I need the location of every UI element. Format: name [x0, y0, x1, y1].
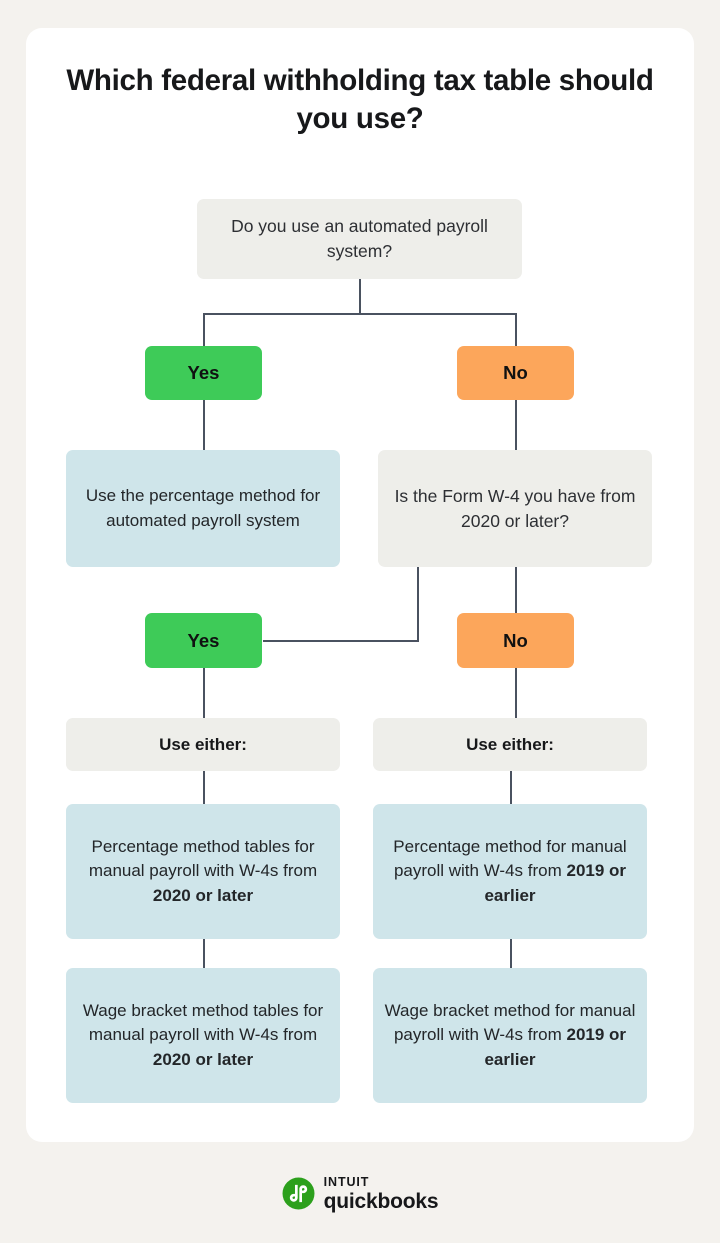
left-option-2-text: Wage bracket method tables for manual pa… — [66, 999, 340, 1071]
connector-no1-to-q2 — [515, 400, 517, 450]
connector-q1-to-no — [515, 313, 517, 346]
right-option-2-emphasis: 2019 or earlier — [484, 1025, 627, 1069]
use-either-right-box[interactable]: Use either: — [373, 718, 647, 771]
connector-option1-to-option2-left — [203, 939, 205, 968]
right-option-1-text: Percentage method for manual payroll wit… — [373, 835, 647, 907]
connector-q1-split-bar — [203, 313, 517, 315]
page-title: Which federal withholding tax table shou… — [66, 64, 654, 135]
brand-intuit: INTUIT — [323, 1175, 370, 1189]
connector-q1-stem — [359, 279, 361, 314]
connector-q2-elbow-horizontal — [263, 640, 419, 642]
connector-option1-to-option2-right — [510, 939, 512, 968]
brand-quickbooks: quickbooks — [323, 1189, 439, 1213]
use-either-left-label: Use either: — [159, 734, 247, 754]
left-option-2-emphasis: 2020 or later — [152, 1049, 254, 1069]
branch-2-yes-label: Yes — [187, 629, 220, 651]
left-option-1-emphasis: 2020 or later — [152, 885, 254, 905]
question-1-box[interactable]: Do you use an automated payroll system? — [197, 199, 522, 279]
left-option-2-lead: Wage bracket method tables for manual pa… — [82, 1001, 324, 1045]
right-option-1-box[interactable]: Percentage method for manual payroll wit… — [373, 804, 647, 939]
brand-wordmark: INTUIT quickbooks — [324, 1176, 439, 1212]
connector-q1-to-yes — [203, 313, 205, 346]
branch-1-yes-button[interactable]: Yes — [145, 346, 262, 400]
left-option-1-box[interactable]: Percentage method tables for manual payr… — [66, 804, 340, 939]
branch-1-no-label: No — [503, 362, 528, 383]
left-option-1-text: Percentage method tables for manual payr… — [66, 835, 340, 907]
use-either-right-label: Use either: — [466, 734, 554, 754]
right-option-1-emphasis: 2019 or earlier — [484, 861, 627, 905]
yes-outcome-text: Use the percentage method for automated … — [85, 486, 321, 530]
use-either-left-box[interactable]: Use either: — [66, 718, 340, 771]
yes-outcome-box[interactable]: Use the percentage method for automated … — [66, 450, 340, 567]
footer-logo: INTUIT quickbooks — [0, 1176, 720, 1212]
branch-1-yes-label: Yes — [187, 362, 220, 383]
connector-no2-to-either-right — [515, 668, 517, 718]
question-2-text: Is the Form W-4 you have from 2020 or la… — [394, 485, 636, 531]
question-2-box[interactable]: Is the Form W-4 you have from 2020 or la… — [378, 450, 652, 567]
connector-q2-elbow-vertical — [417, 567, 419, 642]
connector-either-right-to-option1 — [510, 771, 512, 804]
branch-2-no-button[interactable]: No — [457, 613, 574, 668]
connector-either-left-to-option1 — [203, 771, 205, 804]
connector-yes2-to-either-left — [203, 668, 205, 718]
right-option-1-lead: Percentage method for manual payroll wit… — [393, 837, 627, 881]
connector-q2-to-no2 — [515, 567, 517, 613]
branch-1-no-button[interactable]: No — [457, 346, 574, 400]
question-1-text: Do you use an automated payroll system? — [231, 216, 488, 261]
right-option-2-box[interactable]: Wage bracket method for manual payroll w… — [373, 968, 647, 1103]
branch-2-yes-button[interactable]: Yes — [145, 613, 262, 668]
branch-2-no-label: No — [503, 629, 528, 651]
right-option-2-text: Wage bracket method for manual payroll w… — [373, 999, 647, 1071]
quickbooks-qb-circle-icon — [282, 1177, 315, 1210]
right-option-2-lead: Wage bracket method for manual payroll w… — [384, 1001, 636, 1045]
left-option-2-box[interactable]: Wage bracket method tables for manual pa… — [66, 968, 340, 1103]
left-option-1-lead: Percentage method tables for manual payr… — [88, 837, 318, 881]
connector-yes1-to-outcome — [203, 400, 205, 450]
